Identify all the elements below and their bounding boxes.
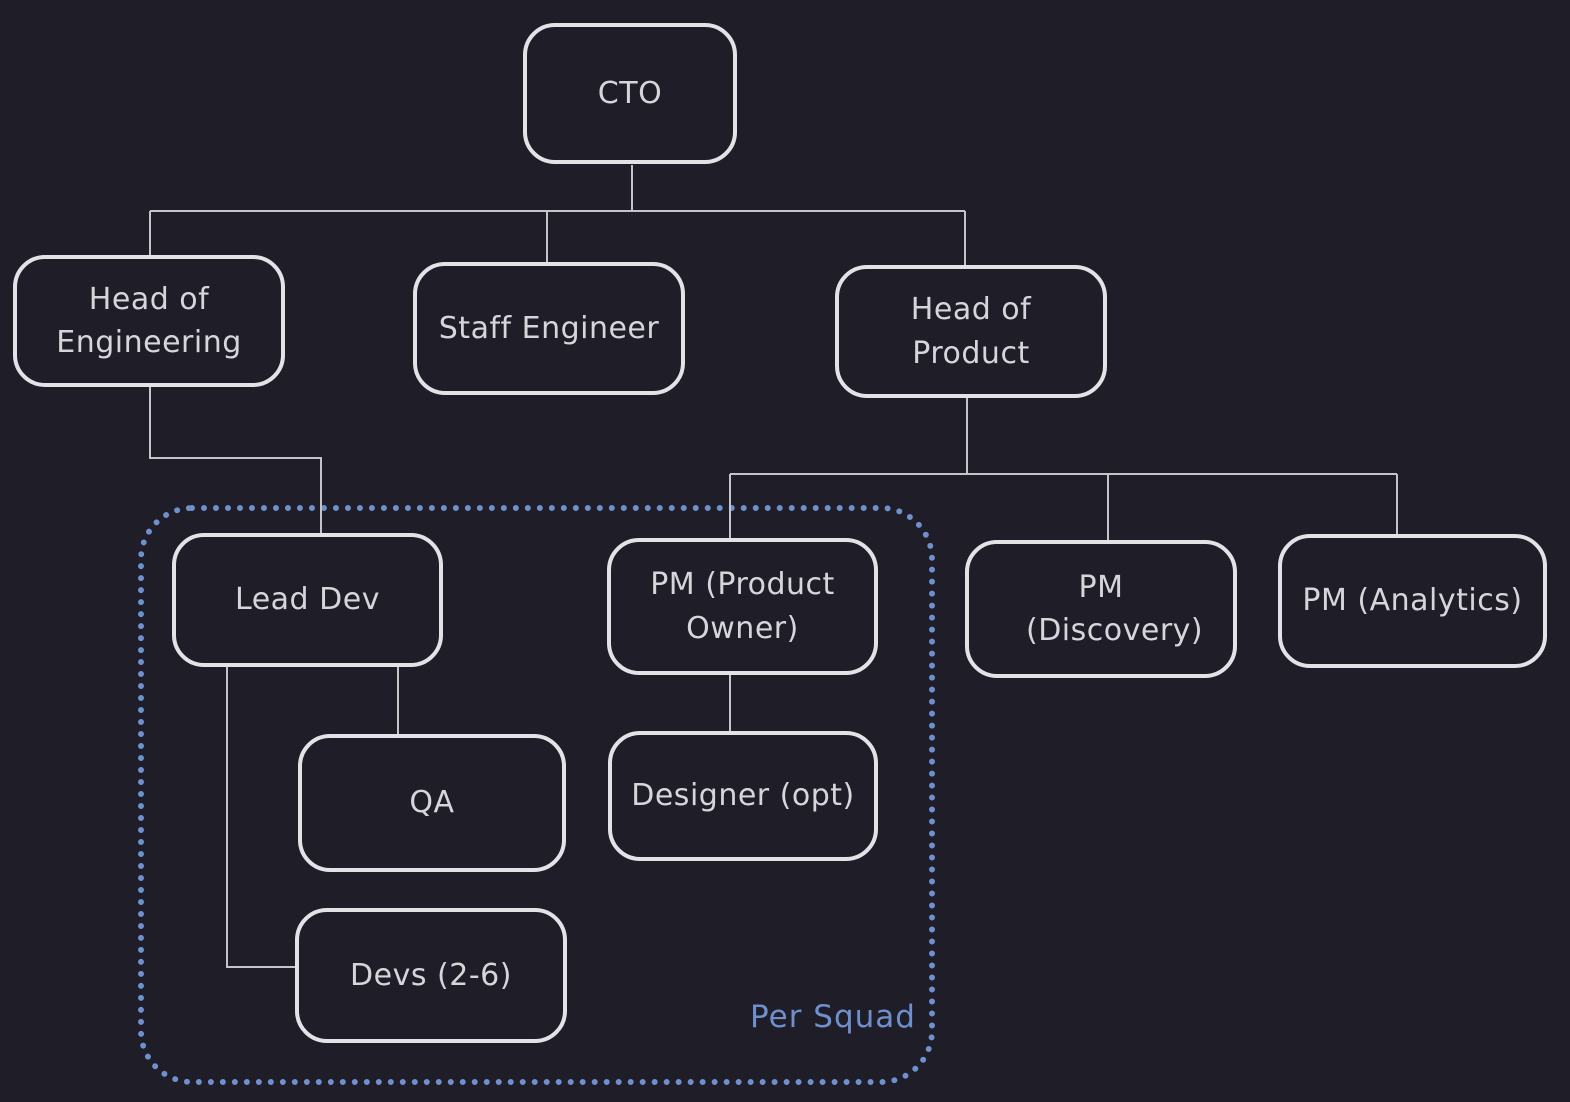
- node-lead-dev-label: Lead Dev: [235, 582, 380, 618]
- node-head-product-label: Head of Product: [910, 292, 1032, 371]
- node-staff-engineer[interactable]: Staff Engineer: [413, 262, 685, 395]
- node-pm-product-owner[interactable]: PM (Product Owner): [607, 538, 878, 675]
- node-head-product[interactable]: Head of Product: [835, 265, 1107, 398]
- per-squad-label: Per Squad: [750, 999, 916, 1035]
- node-pm-analytics-label: PM (Analytics): [1302, 583, 1523, 619]
- node-cto[interactable]: CTO: [523, 23, 737, 164]
- node-head-engineering[interactable]: Head of Engineering: [13, 255, 285, 387]
- edge-headprod-children: [729, 398, 1398, 540]
- node-head-engineering-label: Head of Engineering: [56, 281, 242, 361]
- edge-headeng-leaddev: [149, 387, 322, 533]
- edge-cto-children: [149, 165, 966, 265]
- node-devs[interactable]: Devs (2-6): [295, 908, 567, 1043]
- node-pm-discovery-label: PM (Discovery): [1026, 569, 1204, 649]
- node-staff-engineer-label: Staff Engineer: [438, 310, 660, 346]
- node-pm-discovery[interactable]: PM (Discovery): [965, 540, 1237, 678]
- node-designer-label: Designer (opt): [631, 778, 855, 814]
- per-squad-group-rect[interactable]: [138, 505, 935, 1085]
- node-cto-label: CTO: [597, 75, 663, 111]
- node-pm-product-owner-label: PM (Product Owner): [650, 567, 835, 646]
- node-qa-label: QA: [409, 785, 455, 821]
- node-pm-analytics[interactable]: PM (Analytics): [1278, 534, 1547, 668]
- node-devs-label: Devs (2-6): [350, 957, 512, 993]
- node-designer[interactable]: Designer (opt): [608, 731, 878, 861]
- edge-leaddev-devs: [226, 667, 295, 968]
- node-qa[interactable]: QA: [298, 734, 566, 872]
- node-lead-dev[interactable]: Lead Dev: [172, 533, 443, 667]
